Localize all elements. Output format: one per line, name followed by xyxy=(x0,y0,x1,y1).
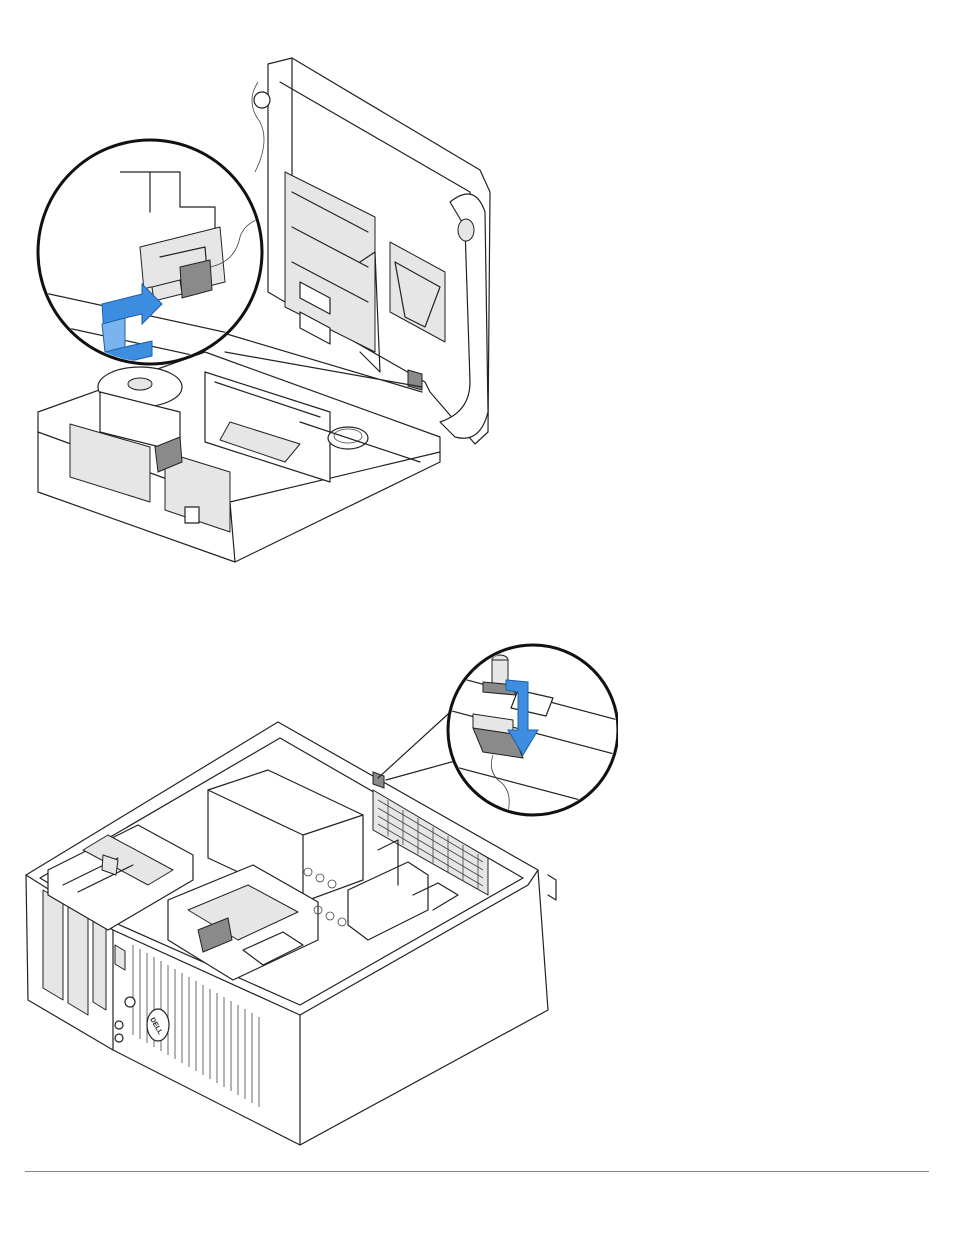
callout-magnifier xyxy=(448,645,618,840)
chassis-base xyxy=(38,352,440,562)
sff-chassis-illustration xyxy=(30,52,510,572)
tower-chassis-illustration: DELL xyxy=(18,640,618,1150)
callout-magnifier xyxy=(38,140,270,372)
horizontal-divider xyxy=(25,1171,929,1172)
